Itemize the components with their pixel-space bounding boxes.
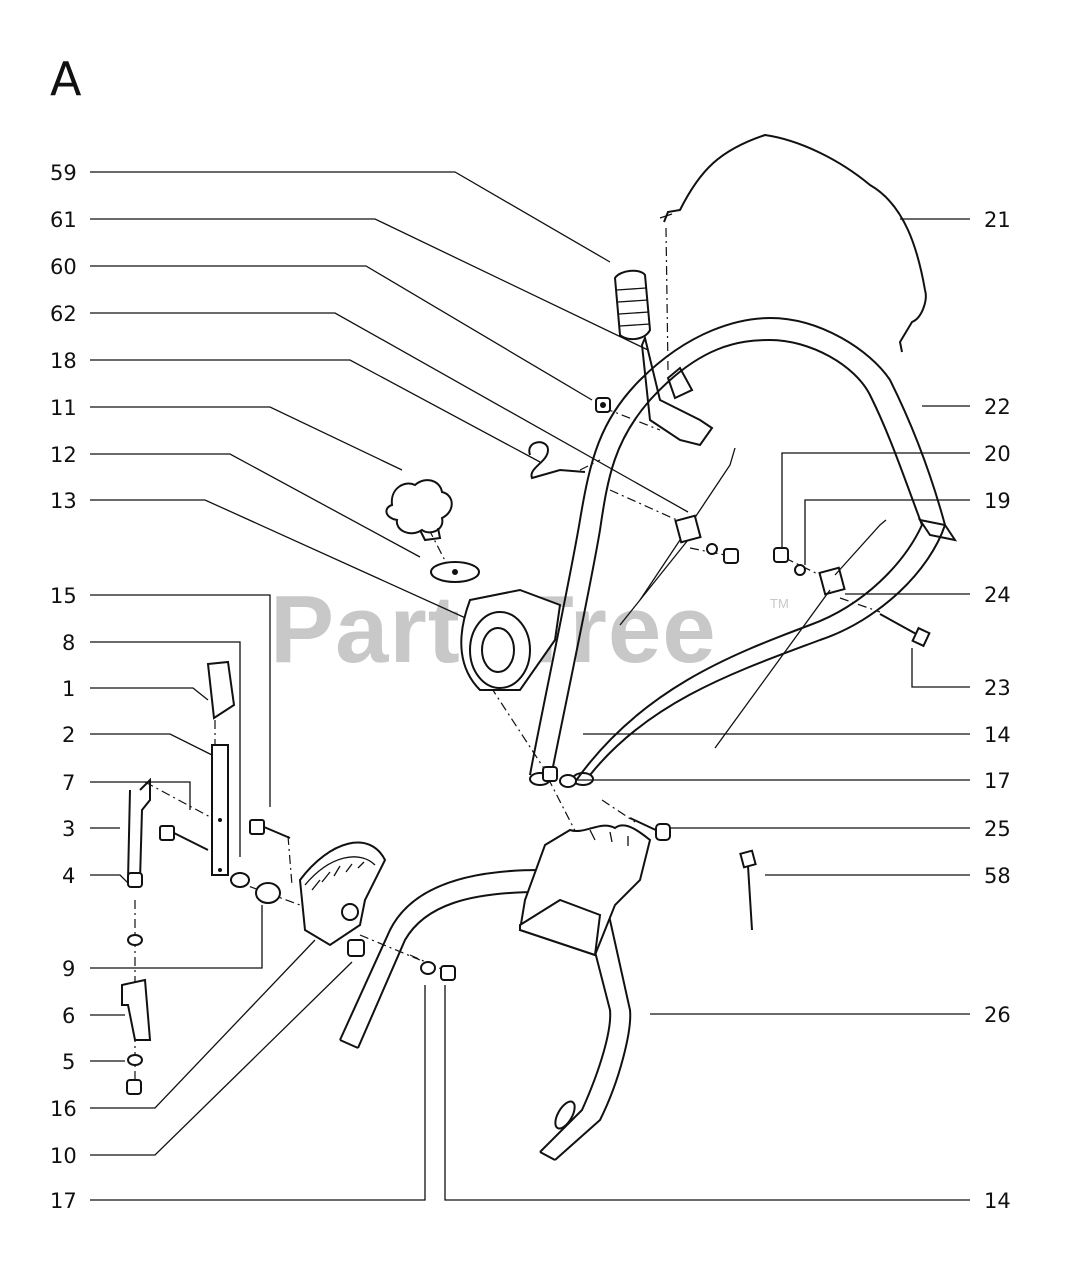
star-knob — [385, 479, 453, 535]
bracket-plate-13 — [460, 588, 562, 691]
cable-tie — [739, 849, 757, 931]
callout-23: 23 — [984, 676, 1011, 700]
callout-9: 9 — [62, 957, 75, 981]
callout-26: 26 — [984, 1003, 1011, 1027]
bracket-6 — [121, 978, 152, 1041]
callout-8: 8 — [62, 631, 75, 655]
callout-59: 59 — [50, 161, 77, 185]
upper-control-rod — [663, 133, 927, 353]
section-letter: A — [50, 52, 82, 106]
callout-17-right: 17 — [984, 769, 1011, 793]
callout-16: 16 — [50, 1097, 77, 1121]
callout-3: 3 — [62, 817, 75, 841]
nut-60 — [595, 397, 611, 413]
lever-bar — [211, 744, 229, 876]
nut-4 — [127, 872, 143, 888]
spacer-9 — [255, 882, 281, 904]
callout-6: 6 — [62, 1004, 75, 1028]
callout-61: 61 — [50, 208, 77, 232]
callouts-left: 59 61 60 62 18 11 12 13 15 8 1 2 7 3 4 9… — [50, 161, 77, 1213]
callout-4: 4 — [62, 864, 75, 888]
bolt-25 — [629, 817, 671, 841]
callouts-right: 21 22 20 19 24 23 14 17 25 58 26 14 — [984, 208, 1011, 1213]
sector-plate-16 — [298, 841, 387, 947]
washer-8 — [230, 872, 250, 888]
throttle-lever — [640, 334, 714, 447]
callout-18: 18 — [50, 349, 77, 373]
upper-handle — [529, 316, 947, 776]
nut-5 — [126, 1079, 142, 1095]
nut-10 — [347, 939, 365, 957]
callout-5: 5 — [62, 1050, 75, 1074]
washer-17-upper — [559, 774, 577, 788]
callout-15: 15 — [50, 584, 77, 608]
callout-58: 58 — [984, 864, 1011, 888]
callout-2: 2 — [62, 723, 75, 747]
bolt-7 — [159, 825, 209, 851]
callout-21: 21 — [984, 208, 1011, 232]
callout-22: 22 — [984, 395, 1011, 419]
callout-17-left: 17 — [50, 1189, 77, 1213]
bolt-23 — [879, 613, 931, 648]
cable-clamp-62 — [619, 514, 739, 626]
callout-60: 60 — [50, 255, 77, 279]
callout-12: 12 — [50, 443, 77, 467]
nut-14-upper — [542, 766, 558, 782]
shift-gate — [518, 824, 652, 957]
hairpin-clip — [528, 441, 586, 480]
nut-14-lower — [440, 965, 456, 981]
callout-11: 11 — [50, 396, 77, 420]
callout-62: 62 — [50, 302, 77, 326]
callout-7: 7 — [62, 771, 75, 795]
washer-17-lower — [420, 961, 436, 975]
callout-1: 1 — [62, 677, 75, 701]
washer-5 — [127, 1054, 143, 1066]
callout-13: 13 — [50, 489, 77, 513]
watermark-tm: TM — [770, 596, 789, 611]
callout-19: 19 — [984, 489, 1011, 513]
cable-clamp-24 — [714, 519, 887, 749]
linkage-rod — [127, 777, 151, 881]
callout-14-upper: 14 — [984, 723, 1011, 747]
throttle-grip — [613, 269, 652, 341]
callout-14-lower: 14 — [984, 1189, 1011, 1213]
callout-10: 10 — [50, 1144, 77, 1168]
callout-24: 24 — [984, 583, 1011, 607]
lever-cap — [206, 660, 236, 720]
callout-20: 20 — [984, 442, 1011, 466]
callout-25: 25 — [984, 817, 1011, 841]
leader-lines — [90, 171, 970, 1201]
bolt-15 — [249, 819, 291, 839]
